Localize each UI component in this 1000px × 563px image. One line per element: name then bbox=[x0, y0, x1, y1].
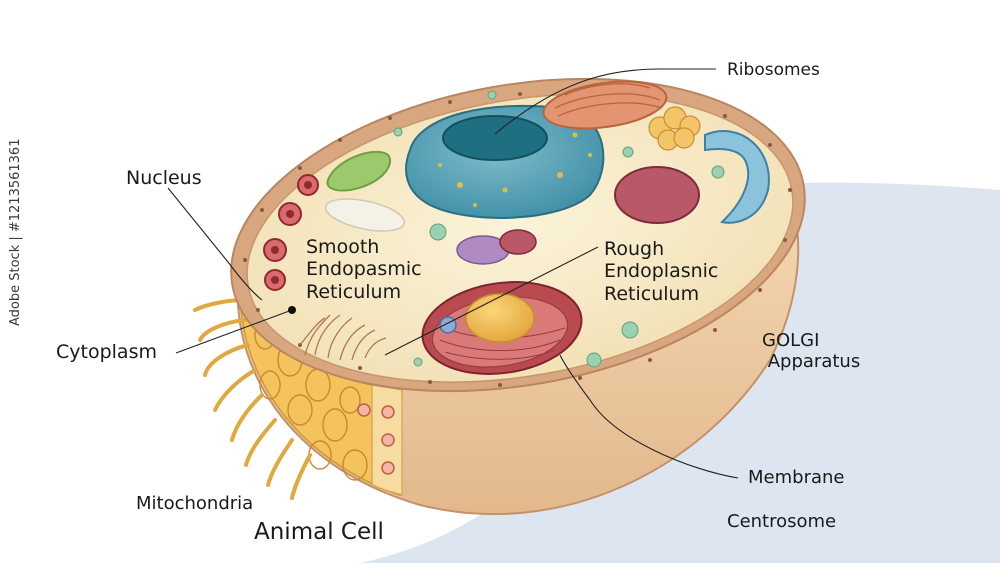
red-vacuole bbox=[614, 166, 700, 224]
centrosome-cluster bbox=[648, 106, 701, 151]
ribosomes-label: Ribosomes bbox=[727, 60, 820, 80]
cilia bbox=[193, 298, 312, 500]
green-vacuole bbox=[326, 150, 391, 192]
leader-nucleus bbox=[167, 187, 263, 301]
cytoplasm-label: Cytoplasm bbox=[56, 341, 157, 363]
leader-ribosomes bbox=[494, 68, 716, 135]
yolk-body bbox=[465, 293, 535, 343]
animal-cell-title: Animal Cell bbox=[254, 519, 384, 545]
nucleus-label: Nucleus bbox=[126, 167, 202, 189]
centrosome-label: Centrosome bbox=[727, 511, 837, 532]
lysosomes bbox=[263, 174, 319, 291]
smooth-er bbox=[299, 314, 387, 361]
watermark-text: Adobe Stock | #1213561361 bbox=[8, 138, 23, 326]
leader-cytoplasm bbox=[175, 309, 293, 354]
slab-vesicles bbox=[357, 403, 395, 475]
golgi-label: GOLGI Apparatus bbox=[762, 330, 861, 373]
golgi-stack bbox=[542, 80, 668, 130]
cytoplasm-dot bbox=[288, 306, 296, 314]
clear-vesicle bbox=[325, 198, 405, 232]
leader-membrane bbox=[559, 354, 739, 479]
rough-er-label: Rough Endoplasnic Reticulum bbox=[604, 238, 719, 305]
smooth-er-label: Smooth Endopasmic Reticulum bbox=[306, 236, 422, 303]
nucleus-granules bbox=[438, 132, 592, 207]
leader-rough-er bbox=[384, 246, 599, 356]
leader-lines bbox=[167, 68, 739, 479]
blue-mitochondrion bbox=[704, 130, 770, 224]
mitochondria-label: Mitochondria bbox=[136, 493, 254, 514]
membrane-label: Membrane bbox=[748, 467, 845, 488]
nucleolus bbox=[442, 115, 548, 161]
